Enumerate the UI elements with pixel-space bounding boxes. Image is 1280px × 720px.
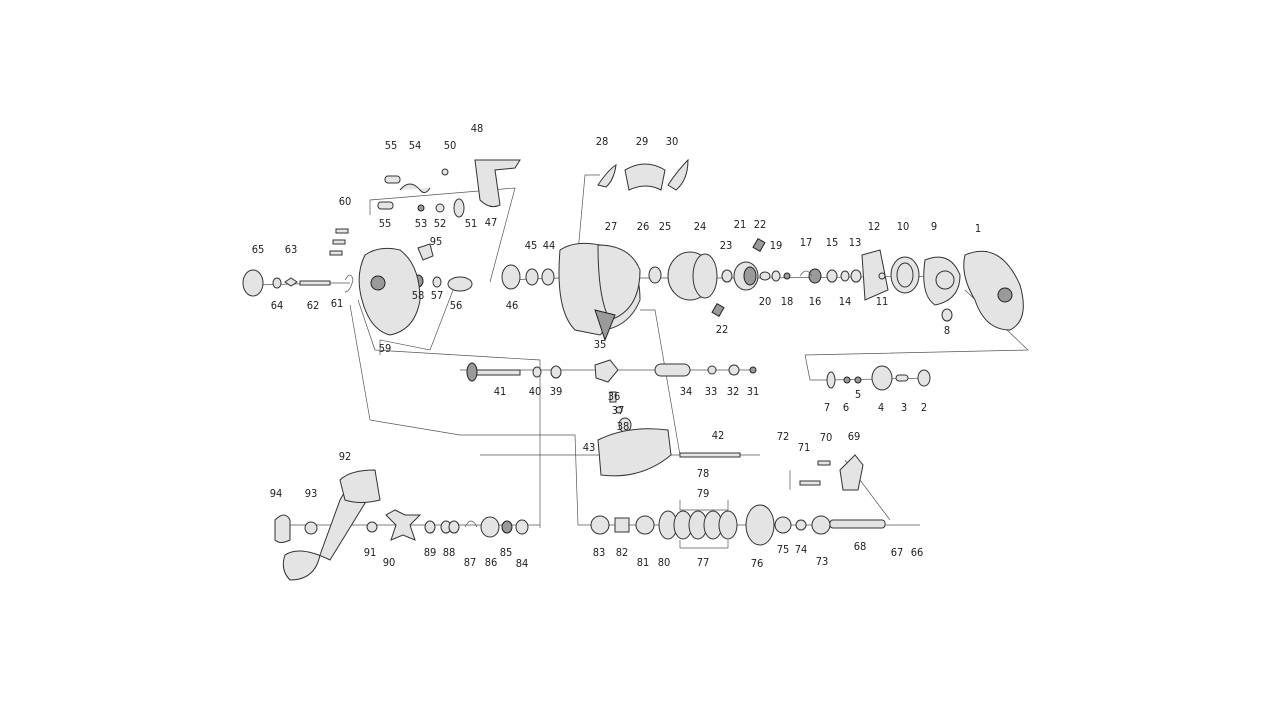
part-label-81: 81 [636, 556, 650, 570]
part-label-93: 93 [304, 487, 318, 501]
part-label-27: 27 [604, 220, 618, 234]
part-label-52: 52 [433, 217, 447, 231]
part-label-14: 14 [838, 295, 852, 309]
part-label-23: 23 [719, 239, 733, 253]
part-label-77: 77 [696, 556, 710, 570]
part-label-72: 72 [776, 430, 790, 444]
part-label-55: 55 [378, 217, 392, 231]
part-label-55: 55 [384, 139, 398, 153]
part-label-12: 12 [867, 220, 881, 234]
part-label-84: 84 [515, 557, 529, 571]
part-label-26: 26 [636, 220, 650, 234]
part-label-21: 21 [733, 218, 747, 232]
part-label-16: 16 [808, 295, 822, 309]
part-label-90: 90 [382, 556, 396, 570]
part-label-36: 36 [607, 390, 621, 404]
part-label-87: 87 [463, 556, 477, 570]
part-label-13: 13 [848, 236, 862, 250]
part-label-29: 29 [635, 135, 649, 149]
part-label-70: 70 [819, 431, 833, 445]
part-label-10: 10 [896, 220, 910, 234]
part-label-92: 92 [338, 450, 352, 464]
part-label-4: 4 [877, 401, 885, 415]
part-label-82: 82 [615, 546, 629, 560]
part-label-38: 38 [616, 420, 630, 434]
parts [242, 158, 1024, 581]
part-label-67: 67 [890, 546, 904, 560]
part-label-71: 71 [797, 441, 811, 455]
part-label-33: 33 [704, 385, 718, 399]
part-label-54: 54 [408, 139, 422, 153]
part-label-32: 32 [726, 385, 740, 399]
part-label-69: 69 [847, 430, 861, 444]
part-label-15: 15 [825, 236, 839, 250]
part-label-41: 41 [493, 385, 507, 399]
part-label-68: 68 [853, 540, 867, 554]
part-label-31: 31 [746, 385, 760, 399]
part-label-59: 59 [378, 342, 392, 356]
part-label-39: 39 [549, 385, 563, 399]
part-label-75: 75 [776, 543, 790, 557]
part-label-46: 46 [505, 299, 519, 313]
part-label-50: 50 [443, 139, 457, 153]
part-label-78: 78 [696, 467, 710, 481]
part-label-57: 57 [430, 289, 444, 303]
part-label-42: 42 [711, 429, 725, 443]
part-label-44: 44 [542, 239, 556, 253]
part-label-28: 28 [595, 135, 609, 149]
part-label-85: 85 [499, 546, 513, 560]
part-label-79: 79 [696, 487, 710, 501]
part-label-43: 43 [582, 441, 596, 455]
side-cover-right [963, 250, 1024, 331]
part-label-80: 80 [657, 556, 671, 570]
part-label-34: 34 [679, 385, 693, 399]
part-label-73: 73 [815, 555, 829, 569]
part-label-19: 19 [769, 239, 783, 253]
part-label-24: 24 [693, 220, 707, 234]
part-label-17: 17 [799, 236, 813, 250]
part-label-3: 3 [900, 401, 908, 415]
part-label-40: 40 [528, 385, 542, 399]
part-label-11: 11 [875, 295, 889, 309]
part-label-30: 30 [665, 135, 679, 149]
part-label-9: 9 [930, 220, 938, 234]
part-label-58: 58 [411, 289, 425, 303]
part-label-8: 8 [943, 324, 951, 338]
part-label-5: 5 [854, 388, 862, 402]
part-label-48: 48 [470, 122, 484, 136]
part-label-66: 66 [910, 546, 924, 560]
part-label-61: 61 [330, 297, 344, 311]
part-label-74: 74 [794, 543, 808, 557]
part-label-89: 89 [423, 546, 437, 560]
part-label-91: 91 [363, 546, 377, 560]
part-label-22: 22 [753, 218, 767, 232]
part-label-65: 65 [251, 243, 265, 257]
part-label-45: 45 [524, 239, 538, 253]
part-label-2: 2 [920, 401, 928, 415]
part-label-7: 7 [823, 401, 831, 415]
part-label-94: 94 [269, 487, 283, 501]
part-label-56: 56 [449, 299, 463, 313]
part-label-47: 47 [484, 216, 498, 230]
part-label-86: 86 [484, 556, 498, 570]
part-label-22: 22 [715, 323, 729, 337]
part-label-64: 64 [270, 299, 284, 313]
part-label-35: 35 [593, 338, 607, 352]
part-label-20: 20 [758, 295, 772, 309]
part-label-6: 6 [842, 401, 850, 415]
part-label-76: 76 [750, 557, 764, 571]
part-label-60: 60 [338, 195, 352, 209]
part-label-62: 62 [306, 299, 320, 313]
part-label-88: 88 [442, 546, 456, 560]
part-label-25: 25 [658, 220, 672, 234]
part-label-95: 95 [429, 235, 443, 249]
part-label-53: 53 [414, 217, 428, 231]
part-label-18: 18 [780, 295, 794, 309]
part-label-51: 51 [464, 217, 478, 231]
part-label-63: 63 [284, 243, 298, 257]
part-label-1: 1 [974, 222, 982, 236]
part-label-83: 83 [592, 546, 606, 560]
part-label-37: 37 [611, 404, 625, 418]
washer-stack-77 [658, 510, 738, 540]
